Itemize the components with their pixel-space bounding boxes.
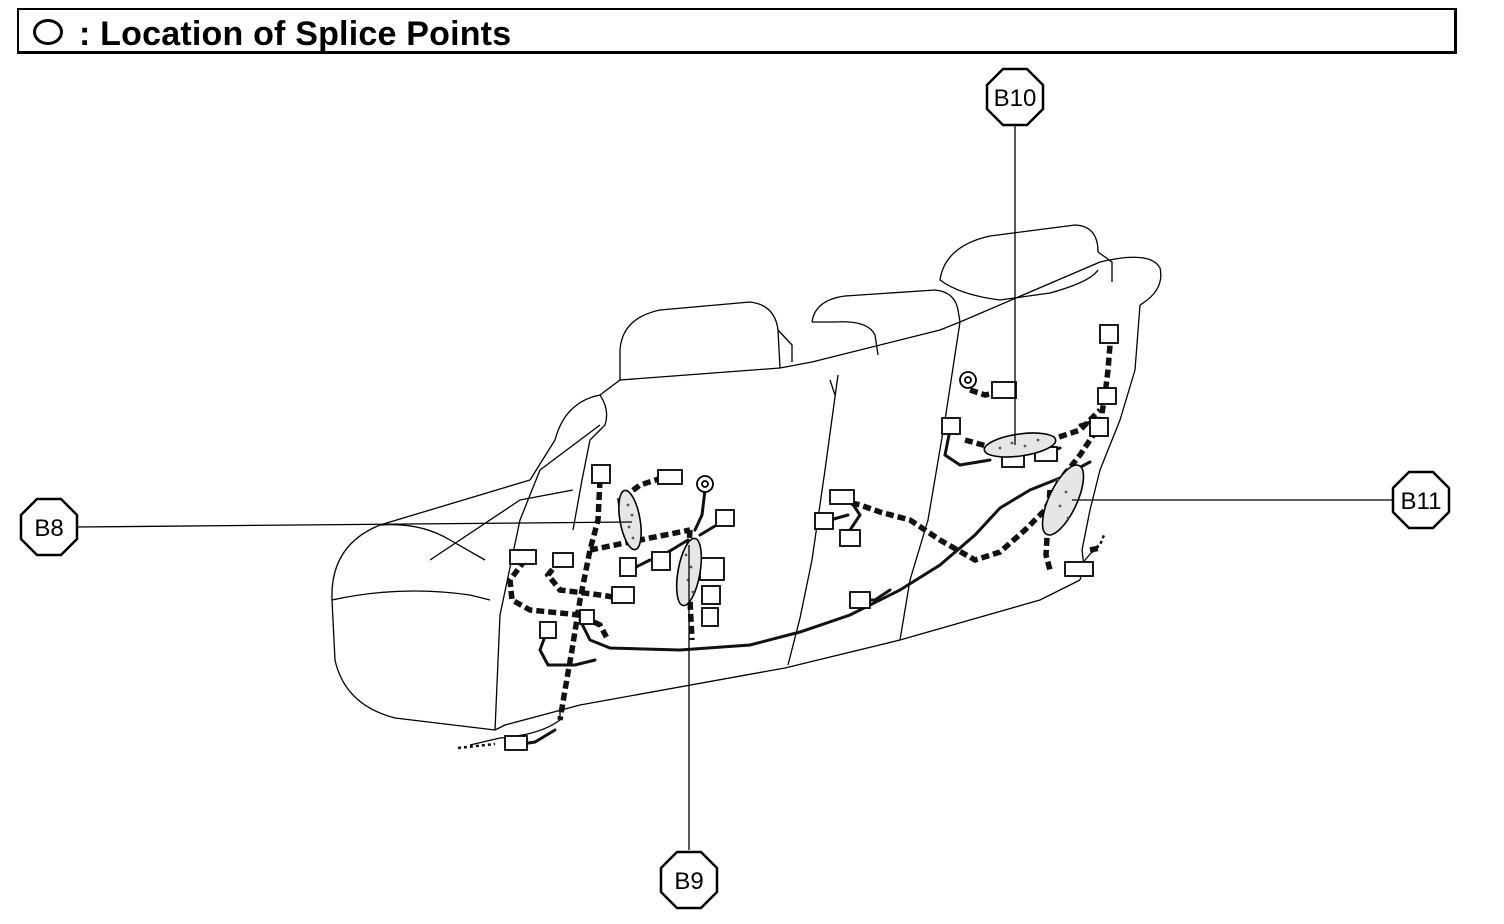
callout-b8: B8 [19,497,79,557]
octagon-marker-icon [985,67,1045,127]
octagon-marker-icon [659,850,719,910]
octagon-marker-icon [19,497,79,557]
page-title: : Location of Splice Points [79,15,512,53]
callout-label-b8: B8 [34,515,63,542]
callout-label-b10: B10 [994,85,1037,112]
callout-label-b9: B9 [674,868,703,895]
callout-label-b11: B11 [1401,488,1442,515]
title-bar: : Location of Splice Points [17,8,1457,54]
connectors [504,324,1119,751]
splice-area-b11 [1041,464,1085,536]
leader-lines [76,125,1393,850]
callout-b11: B11 [1391,470,1451,530]
wire-harness-dashed [507,344,1113,721]
callout-b9: B9 [659,850,719,910]
rear-seat-outline [331,224,1162,746]
callout-b10: B10 [985,67,1045,127]
octagon-marker-icon [1391,470,1451,530]
splice-dots [626,438,1070,594]
wire-ends [457,534,1106,750]
splice-areas [618,432,1085,607]
splice-point-symbol-icon [33,19,63,45]
